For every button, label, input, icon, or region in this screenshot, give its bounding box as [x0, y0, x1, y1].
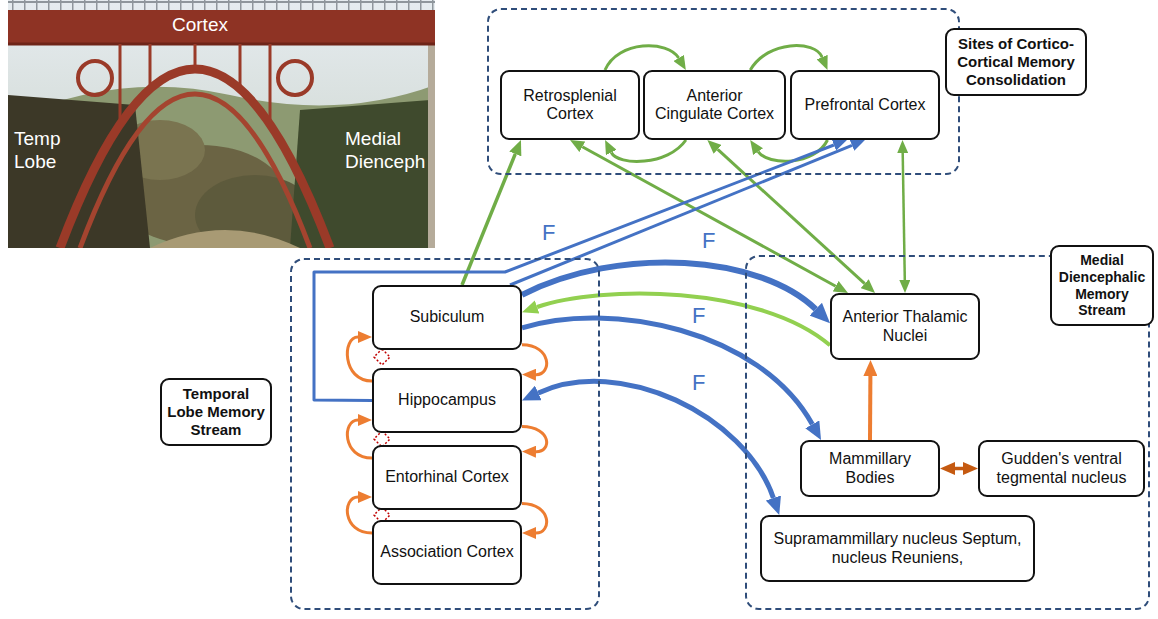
region-heading: Temporal Lobe Memory Stream	[160, 378, 272, 446]
box-label: Hippocampus	[398, 391, 496, 409]
memory-region: Temporal Lobe Memory StreamSubiculumHipp…	[290, 258, 600, 610]
box-label: Entorhinal Cortex	[385, 468, 509, 486]
box-label: Mammillary Bodies	[808, 450, 932, 487]
fornix-label: F	[540, 222, 557, 244]
connector-arrow	[868, 376, 872, 440]
connector-arrow	[347, 420, 372, 458]
memory-box: Hippocampus	[372, 368, 522, 433]
memory-box: Entorhinal Cortex	[372, 445, 522, 510]
bridge-deck	[8, 43, 435, 46]
connector-arrow	[347, 337, 372, 381]
railing	[8, 1, 435, 3]
connector-arrow	[611, 140, 686, 161]
connector-arrow	[522, 318, 812, 424]
memory-box: Mammillary Bodies	[800, 440, 940, 497]
right-bank	[290, 100, 430, 248]
connector-arrow	[605, 46, 679, 70]
fornix-label: F	[700, 230, 717, 252]
fornix-label: F	[690, 305, 707, 327]
connector-arrow	[522, 427, 547, 452]
box-label: Anterior Cingulate Cortex	[651, 87, 778, 124]
bridge-ring	[78, 61, 112, 95]
memory-region: Sites of Cortico-Cortical Memory Consoli…	[487, 8, 960, 175]
bridge-ribs	[120, 44, 270, 124]
connector-arrow	[522, 504, 547, 534]
abutment	[428, 30, 435, 248]
photo-label: Temp Lobe	[14, 128, 86, 174]
fornix-label: F	[690, 372, 707, 394]
footpath	[150, 230, 300, 248]
memory-box: Anterior Cingulate Cortex	[643, 70, 786, 140]
bridge-deck	[8, 10, 435, 44]
memory-box: Supramammillary nucleus Septum, nucleus …	[760, 515, 1035, 582]
connector-arrow	[903, 153, 905, 280]
bridge-photo	[8, 0, 435, 248]
connector-arrow	[955, 467, 963, 471]
dotted-diamond	[374, 349, 390, 365]
box-label: Subiculum	[410, 308, 485, 326]
bridge-ring	[278, 61, 312, 95]
region-heading: Sites of Cortico-Cortical Memory Consoli…	[945, 28, 1087, 96]
memory-box: Anterior Thalamic Nuclei	[830, 293, 980, 360]
connector-arrow	[538, 381, 773, 498]
box-label: Gudden's ventral tegmental nucleus	[986, 450, 1137, 487]
box-label: Prefrontal Cortex	[805, 96, 926, 114]
box-label: Retrosplenial Cortex	[508, 87, 632, 124]
connector-arrow	[522, 262, 816, 309]
memory-box: Subiculum	[372, 285, 522, 350]
photo-label: Medial Dienceph	[345, 128, 433, 174]
connector-arrow	[750, 46, 822, 70]
memory-box: Prefrontal Cortex	[790, 70, 940, 140]
connector-arrow	[347, 497, 372, 533]
photo-label: Cortex	[172, 14, 228, 37]
box-label: Association Cortex	[380, 543, 513, 561]
box-label: Supramammillary nucleus Septum, nucleus …	[768, 530, 1027, 567]
railing	[8, 0, 435, 10]
memory-region: Medial Diencephalic Memory StreamAnterio…	[745, 255, 1150, 610]
box-label: Anterior Thalamic Nuclei	[838, 308, 972, 345]
memory-box: Association Cortex	[372, 520, 522, 585]
connector-arrow	[522, 345, 547, 375]
memory-box: Gudden's ventral tegmental nucleus	[978, 440, 1145, 497]
region-heading: Medial Diencephalic Memory Stream	[1050, 245, 1154, 326]
memory-box: Retrosplenial Cortex	[500, 70, 640, 140]
bridge-arch	[80, 94, 310, 248]
